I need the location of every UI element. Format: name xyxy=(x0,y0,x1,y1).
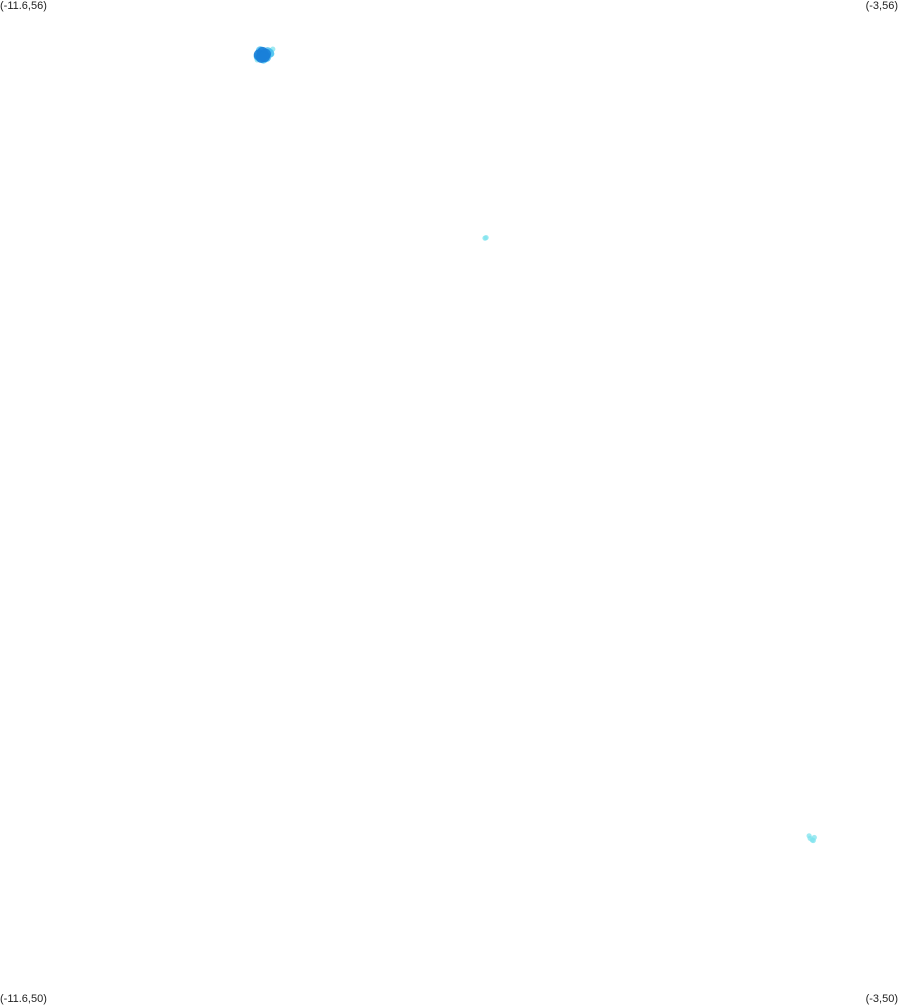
corner-label-top-left: (-11.6,56) xyxy=(0,0,47,12)
cluster-south xyxy=(806,833,817,844)
cluster-north xyxy=(253,46,276,64)
cluster-central xyxy=(482,235,489,241)
map-point[interactable] xyxy=(810,837,816,844)
points-layer xyxy=(253,46,817,844)
corner-label-bottom-right: (-3,50) xyxy=(865,993,898,1005)
map-point[interactable] xyxy=(483,235,489,241)
corner-label-top-right: (-3,56) xyxy=(865,0,898,12)
corner-label-bottom-left: (-11.6,50) xyxy=(0,993,47,1005)
map-point[interactable] xyxy=(259,51,270,63)
